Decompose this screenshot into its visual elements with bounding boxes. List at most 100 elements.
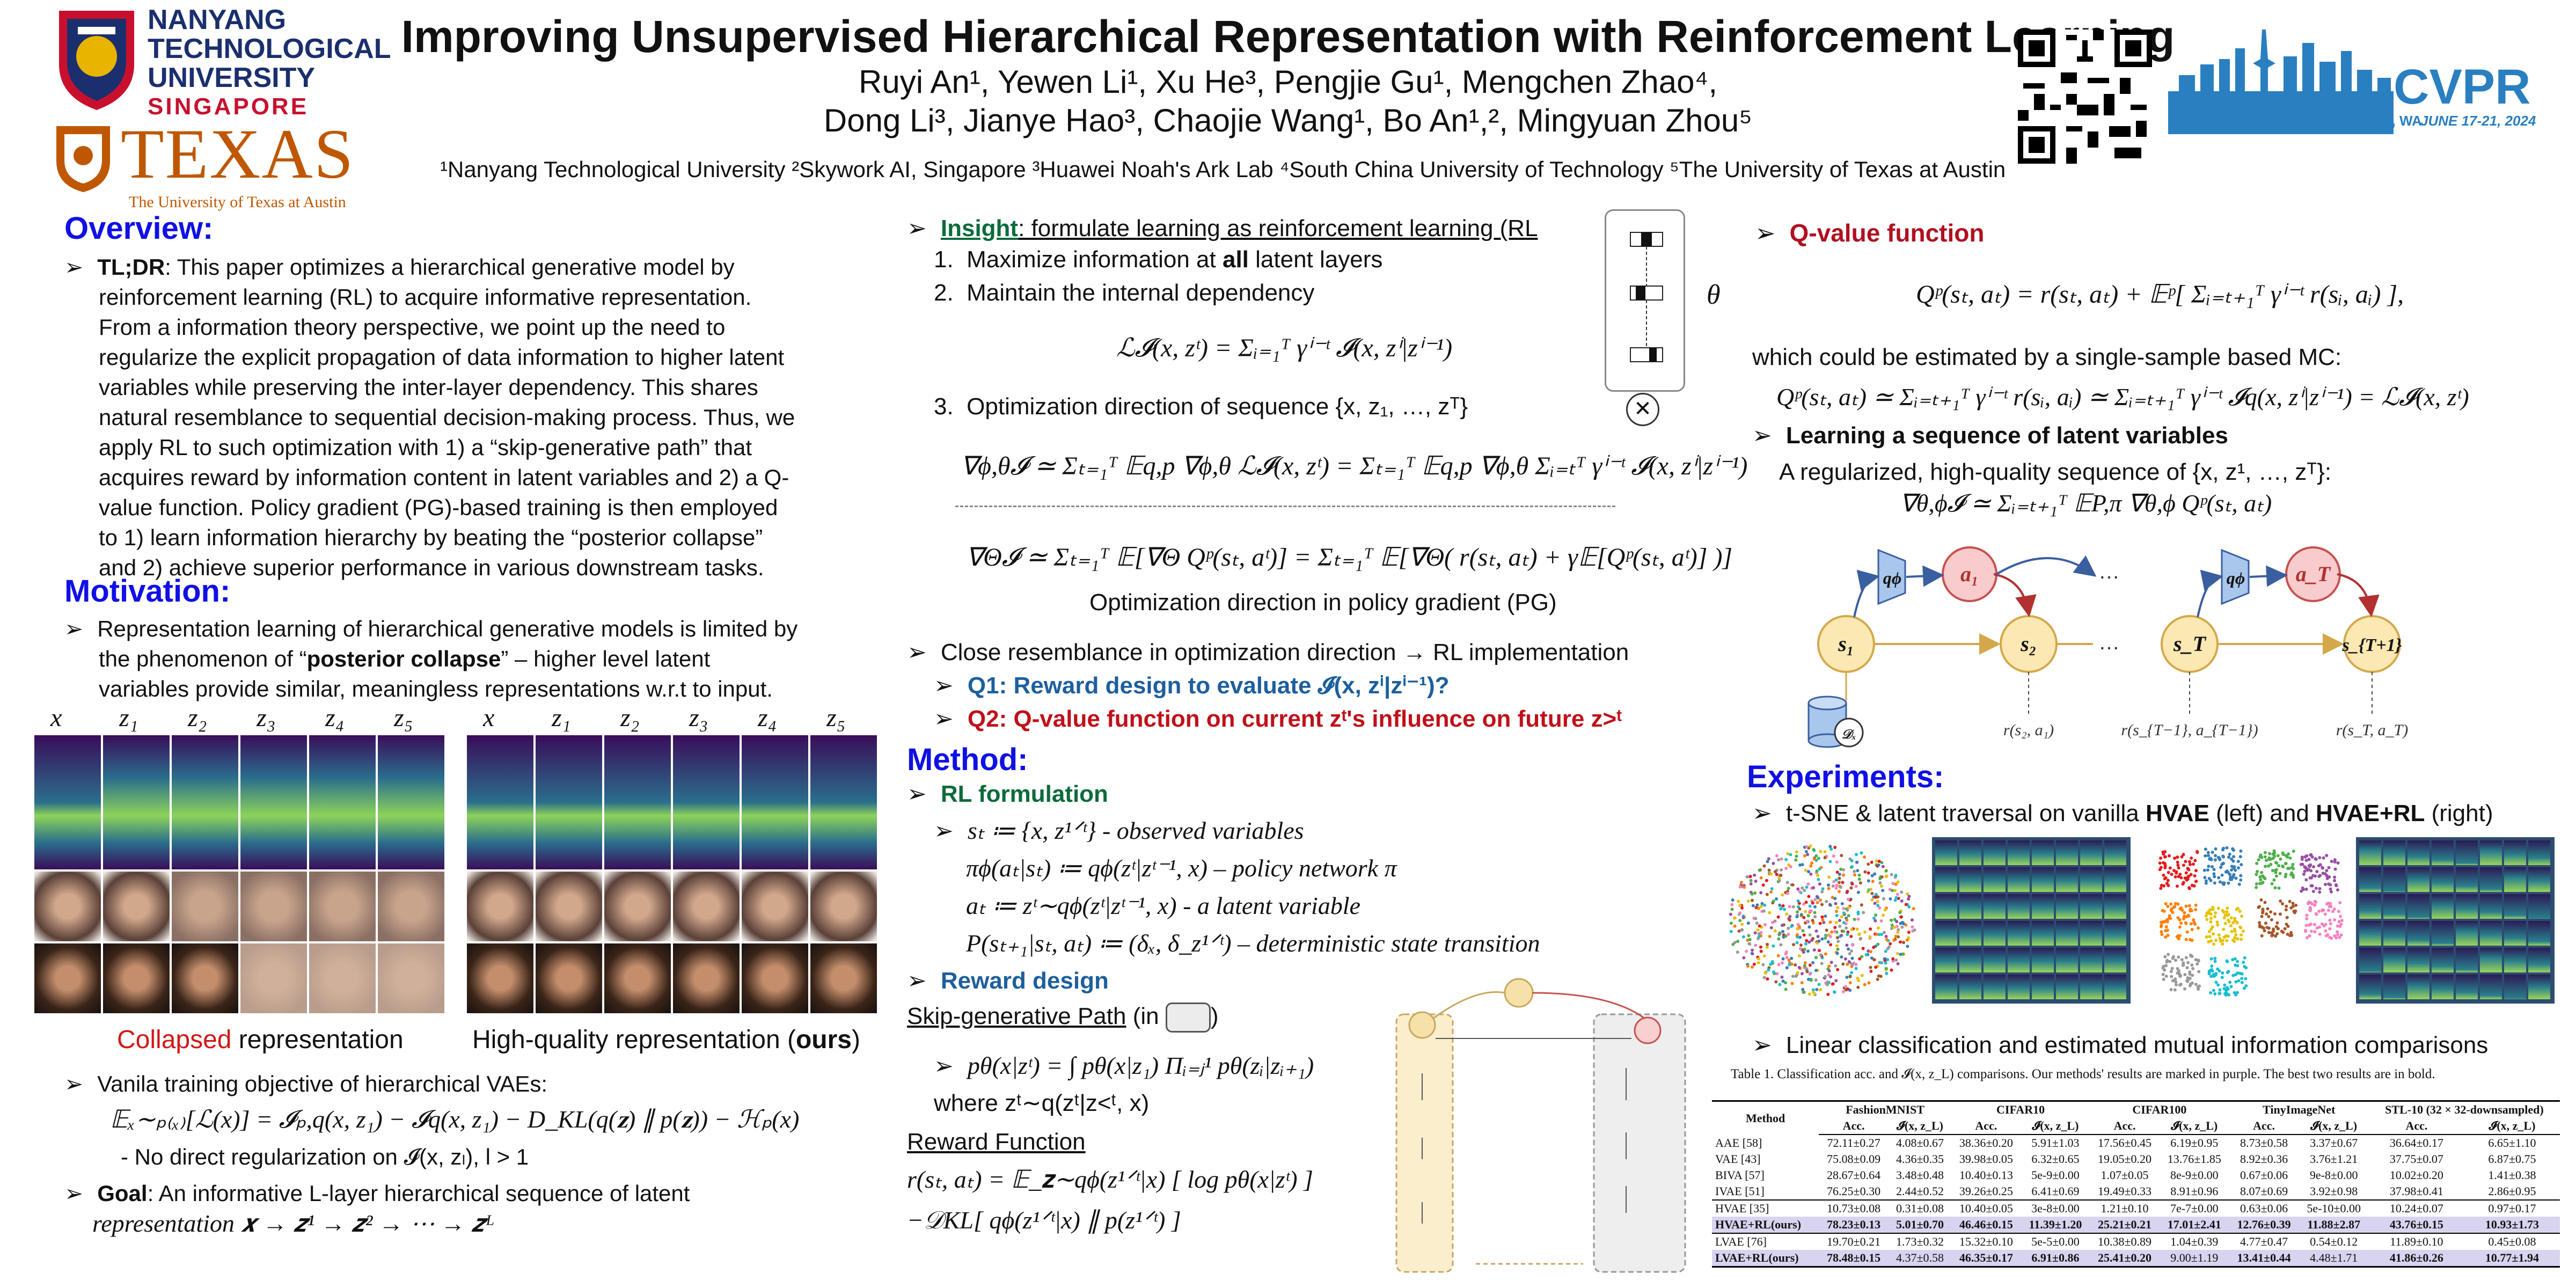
tsne-point [1894,934,1898,938]
traversal-image [2480,894,2502,919]
no-regularization-note: - No direct regularization on 𝓘(x, zₗ), … [121,1144,529,1169]
insight-item-3: 3. Optimization direction of sequence {x… [934,393,1468,420]
value-cell: 75.08±0.09 [1827,1152,1881,1166]
tsne-point [1854,967,1858,970]
tsne-point [2236,991,2239,994]
tsne-point [1765,946,1769,949]
tsne-point [2339,933,2343,937]
tsne-point [1811,936,1814,940]
tsne-point [1826,940,1830,944]
tsne-point [2190,963,2194,967]
tsne-point [1838,919,1841,923]
tsne-point [2309,923,2313,926]
tsne-point [1784,952,1788,956]
tsne-point [2240,914,2244,918]
traversal-image [2008,948,2030,972]
tsne-point [2225,939,2229,942]
tsne-point [1907,897,1911,901]
value-cell: 6.19±0.95 [2170,1136,2219,1150]
tsne-point [2217,933,2221,937]
tsne-point [1751,965,1754,969]
tsne-point [1774,980,1778,984]
value-cell: 1.07±0.05 [2101,1168,2149,1182]
tsne-point [2308,876,2312,880]
tsne-point [2175,935,2179,939]
tsne-point [2272,878,2276,882]
traversal-image [1959,894,1981,919]
tsne-point [1901,920,1905,924]
q-value-eq-2: Qᵖ(sₜ, aₜ) ≃ Σᵢ₌ₜ₊₁ᵀ γⁱ⁻ᵗ r(sᵢ, aᵢ) ≃ Σᵢ… [1776,383,2469,411]
tsne-point [1806,914,1810,918]
value-cell: 5e-10±0.00 [2299,1199,2369,1217]
tsne-point [1775,854,1779,858]
tsne-point [1845,976,1849,979]
tsne-point [2234,963,2237,967]
tsne-point [2221,942,2224,946]
caption-hq-close: ) [852,1026,860,1054]
tsne-point [2339,914,2343,918]
value-cell: 0.67±0.06 [2240,1168,2288,1182]
traversal-image [1984,975,2006,999]
traversal-image [2056,894,2078,919]
a1-label: a₁ [1960,562,1979,586]
tsne-point [1796,933,1799,936]
traversal-image [1935,921,1957,946]
tsne-point [1904,903,1908,906]
tsne-point [1746,921,1750,925]
tsne-point [1805,939,1809,942]
tsne-point [2289,931,2293,934]
tsne-point [2314,874,2317,878]
tsne-point [2176,916,2180,920]
tsne-point [1807,977,1810,981]
grid-image [309,872,376,941]
tsne-point [1808,972,1812,976]
tsne-point [1850,956,1854,960]
tsne-point [1779,874,1783,877]
q1-text: Q1: Reward design to evaluate 𝓘(x, zⁱ|zⁱ… [967,672,1450,699]
tsne-point [2306,868,2310,872]
traversal-image [2008,921,2030,946]
tsne-point [1805,885,1809,889]
tsne-point [2318,887,2322,890]
tsne-point [1775,897,1778,901]
tsne-point [1769,962,1773,966]
tsne-point [1873,902,1877,905]
tsne-point [1894,882,1898,886]
tsne-point [2239,878,2243,882]
tsne-point [2238,971,2242,975]
tsne-plot-hvae [1717,837,1927,1004]
tsne-point [1737,899,1740,903]
tsne-point [1876,977,1879,981]
caption-hq-ours: ours [795,1026,852,1054]
tsne-point [1791,883,1795,887]
tsne-point [1876,942,1880,946]
tsne-point [2227,918,2230,922]
tsne-point [1891,957,1895,961]
tsne-point [1855,927,1859,931]
tsne-point [1780,975,1784,979]
tsne-point [2336,861,2340,865]
tsne-point [2227,993,2231,997]
tsne-plot-hvae-rl [2141,837,2351,1004]
tsne-point [2233,930,2237,933]
tsne-point [2212,942,2216,946]
tsne-point [1749,879,1753,882]
tsne-point [2305,913,2309,917]
tsne-point [2284,908,2288,912]
tsne-point [1755,903,1759,907]
tsne-point [2179,921,2183,925]
tsne-point [2224,993,2228,997]
tsne-point [2170,975,2174,978]
tsne-point [1811,901,1814,905]
tsne-point [1754,943,1758,947]
tsne-point [2239,874,2243,877]
grid-column-label: z₃ [257,704,276,732]
results-table: Method FashionMNIST CIFAR10 CIFAR100 Tin… [1712,1100,2560,1268]
tsne-point [1907,931,1911,934]
tsne-point [1765,892,1769,896]
dataset-label: 𝒟ₓ [1841,728,1856,742]
metric-header: 𝓘(x, z_L) [2021,1118,2090,1135]
traversal-image [2359,867,2381,892]
qr-code[interactable] [2018,30,2152,164]
tsne-point [1834,964,1838,968]
